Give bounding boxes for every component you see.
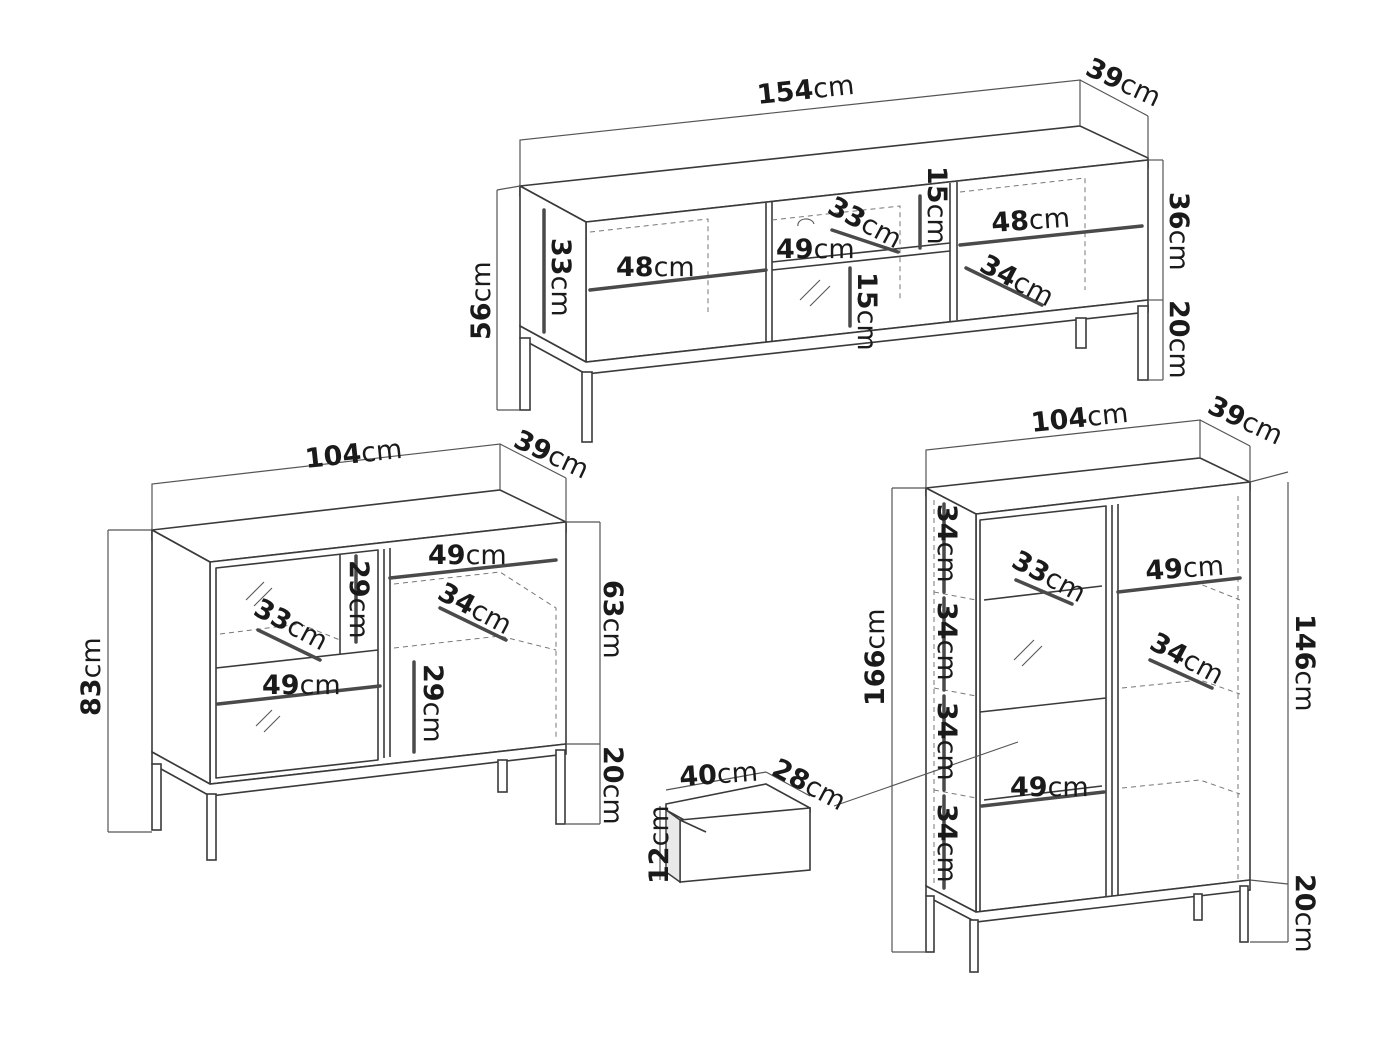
tv-center-shelf-width-label: 49cm bbox=[776, 234, 855, 265]
display-leg-height-label: 20cm bbox=[1289, 874, 1320, 953]
sideboard-height-label: 83cm bbox=[76, 637, 107, 716]
tv-width-label: 154cm bbox=[755, 70, 855, 111]
tv-center-lower-height-label: 15cm bbox=[851, 272, 882, 351]
tv-leg-height-label: 20cm bbox=[1163, 300, 1194, 379]
sideboard-right-lower-height-label: 29cm bbox=[417, 664, 448, 743]
display-compartment-3-label: 34cm bbox=[931, 702, 962, 781]
sideboard-left-shelf-width-label: 49cm bbox=[262, 670, 341, 701]
sideboard-body-height-label: 63cm bbox=[597, 580, 628, 659]
tv-center-upper-height-label: 15cm bbox=[921, 166, 952, 245]
drawer-width-label: 40cm bbox=[678, 757, 759, 793]
sideboard-right-shelf-width-label: 49cm bbox=[428, 540, 507, 571]
tv-right-shelf-width-label: 48cm bbox=[990, 203, 1071, 239]
sideboard-depth-label: 39cm bbox=[509, 424, 593, 485]
tv-cabinet bbox=[496, 79, 1164, 443]
display-depth-label: 39cm bbox=[1203, 390, 1287, 451]
sideboard-left-top-height-label: 29cm bbox=[343, 560, 374, 639]
drawer-height-label: 12cm bbox=[644, 805, 675, 884]
display-left-shelf-width-label: 49cm bbox=[1010, 772, 1089, 803]
sideboard bbox=[107, 443, 601, 861]
tv-depth-label: 39cm bbox=[1081, 52, 1165, 113]
display-right-shelf-width-label: 49cm bbox=[1144, 551, 1225, 587]
display-compartment-1-label: 34cm bbox=[931, 504, 962, 583]
display-compartment-4-label: 34cm bbox=[931, 804, 962, 883]
tv-upper-height-label: 36cm bbox=[1163, 192, 1194, 271]
display-body-height-label: 146cm bbox=[1289, 614, 1320, 712]
sideboard-leg-height-label: 20cm bbox=[597, 746, 628, 825]
display-cabinet bbox=[833, 419, 1289, 973]
dimension-labels: 154cm 39cm 56cm 36cm 20cm 33cm 48cm 49cm… bbox=[76, 52, 1320, 952]
tv-left-inner-height-label: 33cm bbox=[545, 238, 576, 317]
tv-height-label: 56cm bbox=[466, 261, 497, 340]
display-height-label: 166cm bbox=[860, 608, 891, 706]
sideboard-width-label: 104cm bbox=[303, 434, 403, 475]
drawer bbox=[659, 771, 811, 884]
display-width-label: 104cm bbox=[1029, 398, 1129, 439]
tv-left-shelf-label: 48cm bbox=[616, 252, 695, 283]
display-compartment-2-label: 34cm bbox=[931, 602, 962, 681]
